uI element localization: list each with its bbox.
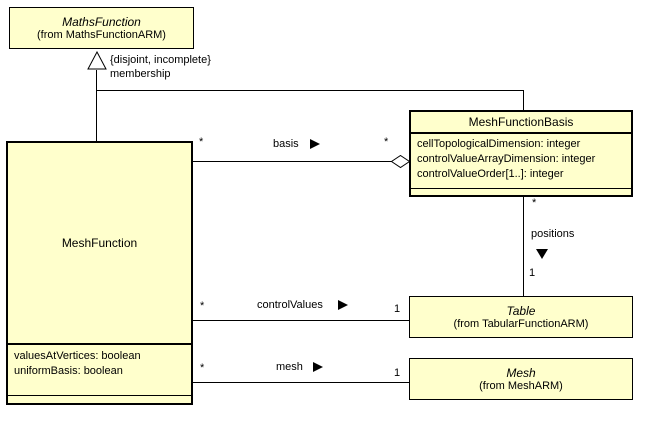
class-meshfunctionbasis-name-compartment: MeshFunctionBasis: [411, 112, 631, 132]
class-mesh: Mesh (from MeshARM): [409, 358, 633, 400]
controlvalues-association-line: [193, 320, 409, 321]
class-table-name-compartment: Table (from TabularFunctionARM): [410, 297, 632, 337]
class-name: MeshFunctionBasis: [468, 115, 574, 129]
mesh-association-label: mesh: [276, 360, 323, 374]
basis-far-multiplicity: *: [384, 136, 389, 148]
attribute: controlValueArrayDimension: integer: [417, 153, 596, 165]
class-meshfunction-operations-compartment: [8, 395, 191, 403]
generalization-line-horizontal: [96, 90, 524, 91]
attribute: valuesAtVertices: boolean: [14, 350, 141, 362]
class-meshfunction: MeshFunction valuesAtVertices: boolean u…: [6, 141, 193, 405]
class-table: Table (from TabularFunctionARM): [409, 296, 633, 338]
class-package: (from MathsFunctionARM): [37, 28, 166, 41]
association-name: controlValues: [257, 299, 323, 311]
class-name: Mesh: [506, 365, 536, 380]
attribute: cellTopologicalDimension: integer: [417, 138, 581, 150]
class-meshfunction-attributes: valuesAtVertices: boolean uniformBasis: …: [8, 343, 191, 395]
controlvalues-association-label: controlValues: [257, 298, 348, 312]
class-mesh-name-compartment: Mesh (from MeshARM): [410, 359, 632, 399]
direction-arrow-icon: [309, 139, 320, 149]
basis-near-multiplicity: *: [199, 136, 204, 148]
controlvalues-near-multiplicity: *: [200, 300, 205, 312]
generalization-branch-to-meshfunctionbasis: [523, 91, 524, 110]
basis-association-label: basis: [273, 137, 320, 151]
aggregation-diamond-icon: [391, 155, 411, 169]
class-name: MathsFunction: [62, 14, 141, 29]
controlvalues-far-multiplicity: 1: [394, 303, 401, 315]
mesh-near-multiplicity: *: [200, 362, 205, 374]
class-meshfunctionbasis: MeshFunctionBasis cellTopologicalDimensi…: [409, 110, 633, 197]
attribute: controlValueOrder[1..]: integer: [417, 168, 564, 180]
generalization-triangle-icon: [87, 51, 107, 70]
association-name: mesh: [276, 361, 303, 373]
positions-near-multiplicity: *: [532, 197, 537, 209]
class-meshfunctionbasis-operations-compartment: [411, 188, 631, 195]
direction-arrow-icon: [312, 362, 323, 372]
generalization-discriminator-label: membership: [110, 68, 171, 80]
direction-arrow-icon: [536, 249, 548, 259]
association-name: basis: [273, 138, 299, 150]
class-meshfunction-name-compartment: MeshFunction: [8, 143, 191, 343]
class-name: Table: [506, 303, 536, 318]
class-package: (from TabularFunctionARM): [453, 317, 589, 330]
direction-arrow-icon: [337, 300, 348, 310]
positions-association-line: [523, 197, 524, 296]
class-meshfunctionbasis-attributes: cellTopologicalDimension: integer contro…: [411, 132, 631, 188]
class-mathsfunction: MathsFunction (from MathsFunctionARM): [9, 7, 194, 49]
positions-association-label: positions: [531, 228, 575, 240]
generalization-constraint-label: {disjoint, incomplete}: [110, 54, 211, 66]
mesh-far-multiplicity: 1: [394, 367, 401, 379]
mesh-association-line: [193, 382, 409, 383]
generalization-line-vertical: [96, 70, 97, 141]
attribute: uniformBasis: boolean: [14, 365, 123, 377]
class-name: MeshFunction: [61, 236, 138, 250]
class-mathsfunction-name-compartment: MathsFunction (from MathsFunctionARM): [10, 8, 193, 48]
positions-far-multiplicity: 1: [529, 267, 536, 279]
basis-association-line: [193, 161, 392, 162]
class-package: (from MeshARM): [479, 379, 563, 392]
